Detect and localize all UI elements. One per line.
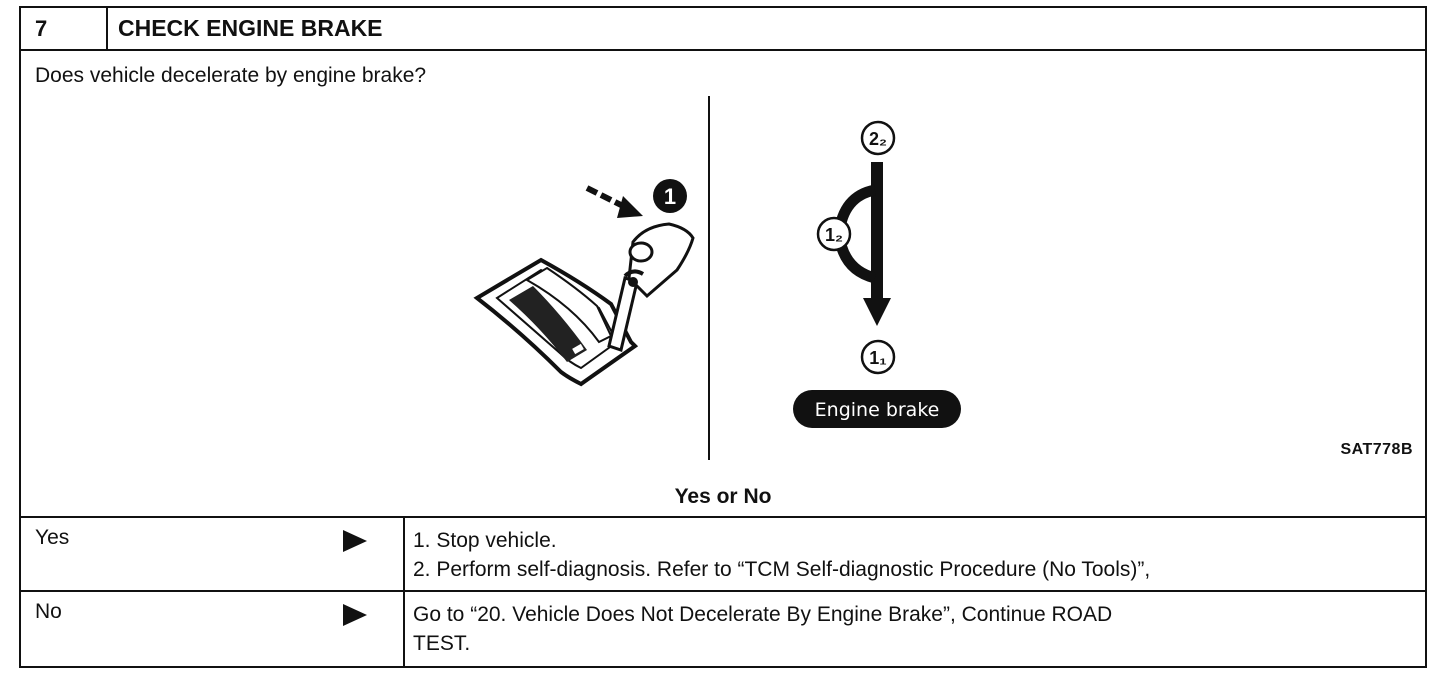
answer-no-action: Go to “20. Vehicle Does Not Decelerate B… — [403, 592, 1425, 666]
push-arrow-icon — [585, 185, 643, 218]
position-1-2-marker: 1₂ — [816, 216, 852, 252]
callout-1-badge: 1 — [653, 179, 687, 213]
action-line: TEST. — [413, 632, 471, 655]
answer-no-label: No — [35, 600, 62, 623]
engine-brake-label: Engine brake — [793, 390, 961, 428]
position-middle-label: 1₂ — [825, 225, 843, 245]
position-bottom-label: 1₁ — [869, 348, 886, 368]
answer-yes-action: 1. Stop vehicle. 2. Perform self-diagnos… — [403, 518, 1425, 590]
callout-number: 1 — [664, 184, 676, 209]
action-line: Go to “20. Vehicle Does Not Decelerate B… — [413, 603, 1113, 626]
answer-row-no: No Go to “20. Vehicle Does Not Decelerat… — [21, 592, 1425, 666]
step-header: 7 CHECK ENGINE BRAKE — [21, 8, 1425, 51]
answer-yes-label: Yes — [35, 526, 70, 549]
diagnostic-step-table: 7 CHECK ENGINE BRAKE Does vehicle decele… — [19, 6, 1427, 668]
engine-brake-text: Engine brake — [815, 399, 940, 421]
shift-lever-illustration: 1 2₂ 1₂ 1₁ Engine brake — [473, 96, 961, 460]
step-question: Does vehicle decelerate by engine brake? — [35, 64, 427, 87]
action-line: 1. Stop vehicle. — [413, 529, 557, 552]
position-top-label: 2₂ — [869, 129, 887, 149]
yes-or-no-prompt: Yes or No — [21, 478, 1425, 518]
position-1-1-marker: 1₁ — [860, 339, 896, 375]
shift-path-diagram: 2₂ 1₂ 1₁ Engine brake — [793, 120, 961, 428]
position-2-2-marker: 2₂ — [860, 120, 896, 156]
action-line: 2. Perform self-diagnosis. Refer to “TCM… — [413, 558, 1151, 581]
step-number: 7 — [21, 8, 108, 49]
arrow-right-icon — [343, 530, 367, 552]
shift-lever-icon — [607, 222, 695, 352]
answer-row-yes: Yes 1. Stop vehicle. 2. Perform self-dia… — [21, 518, 1425, 592]
step-title: CHECK ENGINE BRAKE — [118, 15, 383, 41]
shift-gate-icon — [473, 257, 639, 387]
figure-code: SAT778B — [1340, 441, 1413, 458]
arrow-right-icon — [343, 604, 367, 626]
